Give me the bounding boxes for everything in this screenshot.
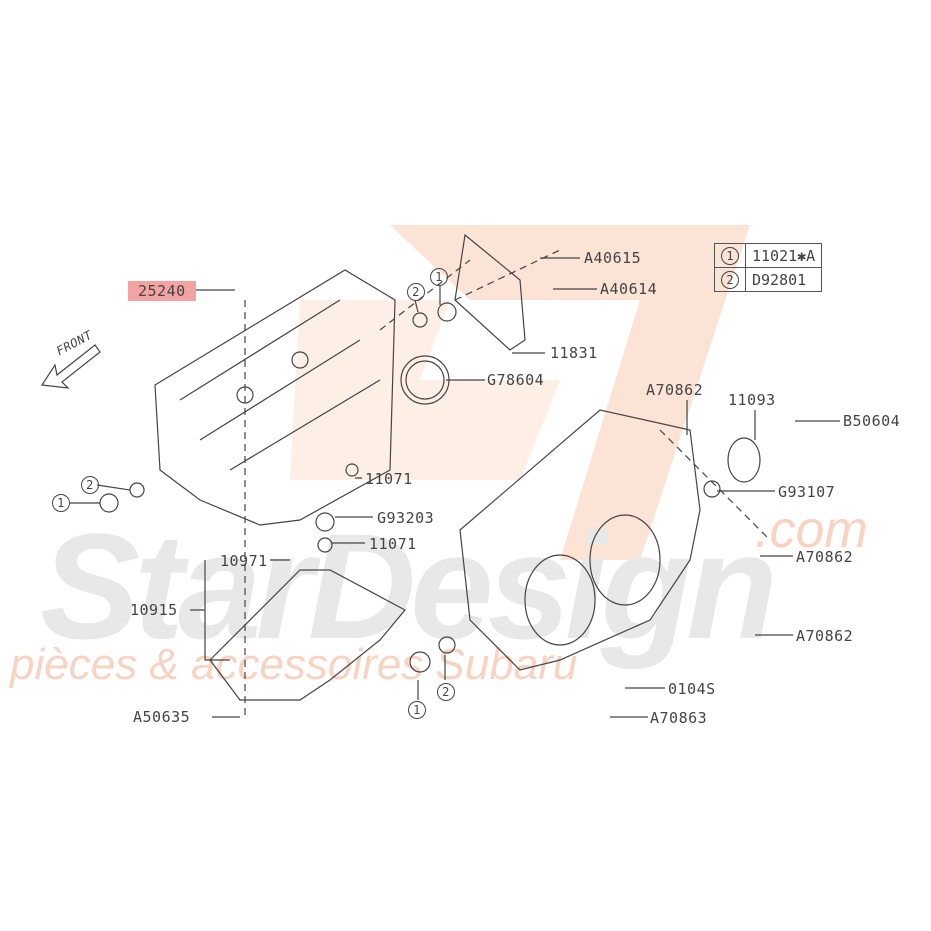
part-label[interactable]: A50635 bbox=[133, 708, 191, 726]
legend-part[interactable]: D92801 bbox=[744, 267, 823, 292]
oil-seal bbox=[400, 355, 450, 405]
marker-1: 1 bbox=[52, 494, 70, 512]
part-label[interactable]: 10915 bbox=[130, 601, 178, 619]
marker-2: 2 bbox=[721, 271, 739, 289]
part-label[interactable]: B50604 bbox=[843, 412, 901, 430]
part-label[interactable]: 11831 bbox=[550, 344, 598, 362]
part-label[interactable]: A40614 bbox=[600, 280, 658, 298]
marker-1: 1 bbox=[408, 701, 426, 719]
part-label[interactable]: G93107 bbox=[778, 483, 836, 501]
part-label[interactable]: A70862 bbox=[796, 548, 854, 566]
legend-row: 1 11021✱A bbox=[714, 243, 823, 268]
watermark-brand: StarDesign bbox=[40, 502, 778, 670]
marker-1: 1 bbox=[721, 247, 739, 265]
part-label[interactable]: G78604 bbox=[487, 371, 545, 389]
part-label[interactable]: A40615 bbox=[584, 249, 642, 267]
timing-cover-plate bbox=[454, 233, 526, 351]
marker-2: 2 bbox=[407, 283, 425, 301]
marker-2: 2 bbox=[81, 476, 99, 494]
legend-table: 1 11021✱A 2 D92801 bbox=[714, 243, 823, 292]
left-cylinder-head bbox=[154, 269, 396, 526]
part-label[interactable]: 11071 bbox=[365, 470, 413, 488]
right-cylinder-head bbox=[459, 409, 701, 671]
part-label[interactable]: A70862 bbox=[796, 627, 854, 645]
part-label[interactable]: 0104S bbox=[668, 680, 716, 698]
watermark-domain: .com bbox=[755, 501, 868, 559]
marker-2: 2 bbox=[437, 683, 455, 701]
gasket-11093 bbox=[727, 437, 761, 483]
part-label[interactable]: 11071 bbox=[369, 535, 417, 553]
legend-row: 2 D92801 bbox=[714, 267, 823, 292]
front-arrow-icon bbox=[40, 344, 101, 389]
part-label-25240-highlighted[interactable]: 25240 bbox=[128, 281, 196, 301]
marker-1: 1 bbox=[430, 268, 448, 286]
part-label[interactable]: A70863 bbox=[650, 709, 708, 727]
part-label[interactable]: 10971 bbox=[220, 552, 268, 570]
part-label[interactable]: G93203 bbox=[377, 509, 435, 527]
part-label[interactable]: 11093 bbox=[728, 391, 776, 409]
legend-part[interactable]: 11021✱A bbox=[744, 243, 823, 268]
part-label[interactable]: A70862 bbox=[646, 381, 704, 399]
watermark-tagline: pièces & accessoires Subaru bbox=[10, 640, 578, 689]
head-cover-plate bbox=[209, 569, 406, 701]
